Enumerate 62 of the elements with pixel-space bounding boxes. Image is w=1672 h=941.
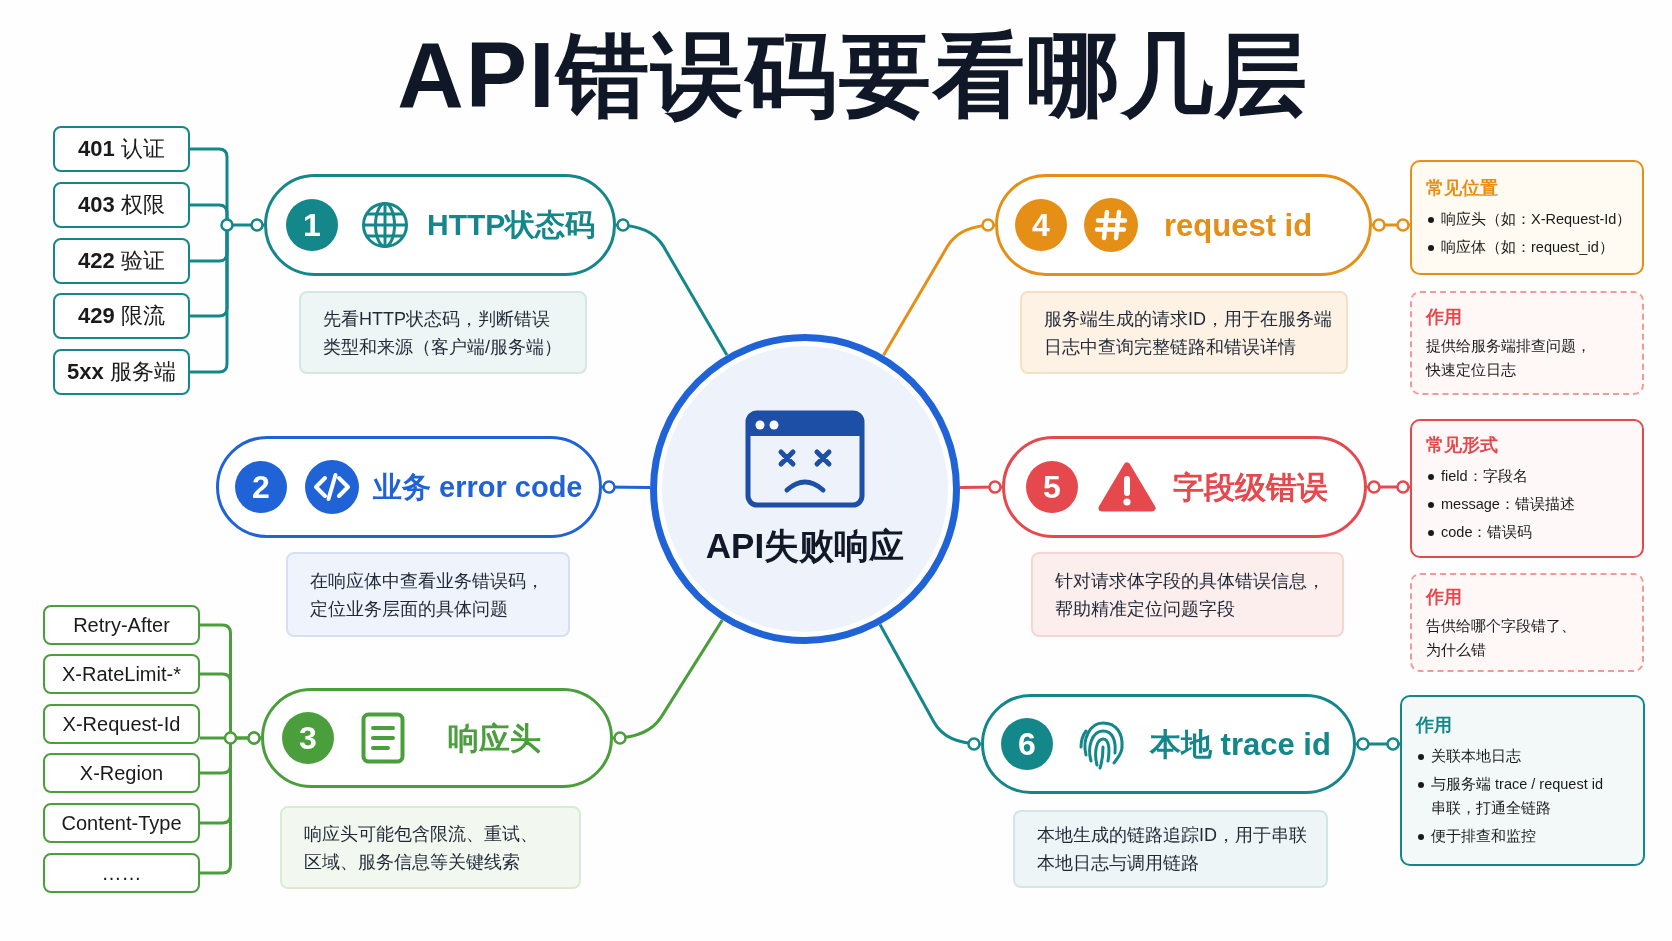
number-badge: 3: [282, 712, 334, 764]
code-tag: 5xx 服务端: [53, 349, 190, 395]
pill-title: 字段级错误: [1173, 469, 1328, 507]
pill-title: request id: [1164, 207, 1313, 245]
connector-line: [223, 731, 261, 745]
list-text: 便于排查和监控: [1431, 826, 1536, 846]
connector-line: [615, 218, 729, 356]
box-text: 告供给哪个字段错了、为什么错: [1426, 615, 1577, 660]
connector-line: [1372, 218, 1410, 232]
list-text: code：错误码: [1441, 522, 1533, 542]
list-text: field：字段名: [1441, 466, 1528, 486]
header-tag: X-RateLimit-*: [43, 654, 200, 694]
header-tag: Content-Type: [43, 803, 200, 843]
pill-title: 本地 trace id: [1150, 726, 1331, 764]
number-badge: 2: [235, 461, 287, 513]
list-text: 响应头（如：X-Request-Id）: [1441, 209, 1632, 229]
header-tag: Retry-After: [43, 605, 200, 645]
pill-title: 业务 error code: [373, 470, 583, 505]
code-tag: 403 权限: [53, 182, 190, 228]
code-tag: 422 验证: [53, 238, 190, 284]
info-box: [1410, 419, 1644, 558]
box-heading: 常见形式: [1426, 433, 1498, 457]
description-box: 针对请求体字段的具体错误信息，帮助精准定位问题字段: [1031, 552, 1344, 637]
connector-line: [960, 480, 1002, 494]
note-box: [1410, 291, 1644, 395]
number-badge: 4: [1015, 199, 1067, 251]
box-heading: 作用: [1416, 713, 1452, 737]
number-badge: 1: [286, 199, 338, 251]
description-box: 服务端生成的请求ID，用于在服务端日志中查询完整链路和错误详情: [1020, 291, 1348, 374]
connector-line: [882, 218, 996, 357]
list-text: message：错误描述: [1441, 494, 1575, 514]
connector-line: [1367, 480, 1410, 494]
code-tag: 401 认证: [53, 126, 190, 172]
list-text: 关联本地日志: [1431, 746, 1521, 766]
info-box: [1400, 695, 1645, 866]
number-badge: 5: [1026, 461, 1078, 513]
page-title: API错误码要看哪几层: [397, 23, 1309, 128]
note-box: [1410, 573, 1644, 672]
description-box: 本地生成的链路追踪ID，用于串联本地日志与调用链路: [1013, 810, 1328, 888]
connector-line: [220, 218, 264, 232]
description-box: 响应头可能包含限流、重试、区域、服务信息等关键线索: [280, 806, 581, 889]
box-heading: 作用: [1426, 306, 1462, 329]
pill-title: 响应头: [448, 720, 541, 758]
header-tag: ……: [43, 853, 200, 893]
connector-line: [1356, 737, 1400, 751]
connector-line: [878, 623, 982, 751]
info-box: [1410, 160, 1644, 275]
header-tag: X-Request-Id: [43, 704, 200, 744]
description-box: 先看HTTP状态码，判断错误类型和来源（客户端/服务端）: [299, 291, 587, 374]
pill-title: HTTP状态码: [427, 207, 596, 243]
header-tag: X-Region: [43, 753, 200, 793]
description-box: 在响应体中查看业务错误码，定位业务层面的具体问题: [286, 552, 570, 637]
box-heading: 常见位置: [1426, 176, 1498, 200]
connector-line: [612, 619, 724, 745]
center-title: API失败响应: [705, 525, 905, 567]
list-text: 响应体（如：request_id）: [1441, 237, 1614, 257]
box-text: 提供给服务端排查问题，快速定位日志: [1426, 336, 1592, 380]
list-text: 与服务端 trace / request id 串联，打通全链路: [1431, 774, 1605, 818]
number-badge: 6: [1001, 718, 1053, 770]
box-heading: 作用: [1426, 585, 1462, 609]
connector-line: [602, 480, 650, 494]
code-tag: 429 限流: [53, 293, 190, 339]
